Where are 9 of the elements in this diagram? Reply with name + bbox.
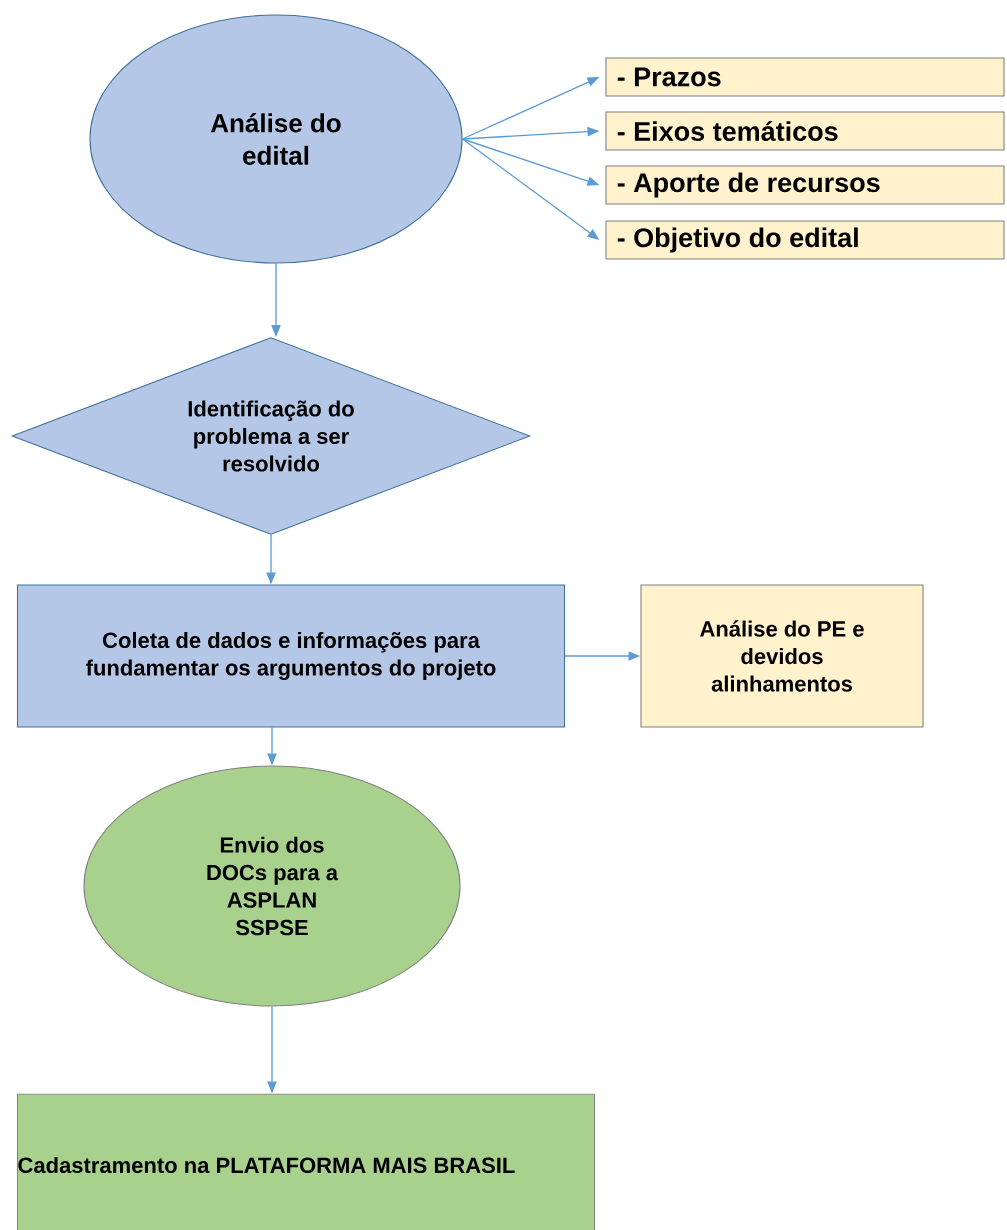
topic-box: - Prazos [605,57,1005,97]
process-box: Coleta de dados e informações para fundamentar os argumentos do projeto [16,584,566,728]
ellipse-node: Envio dos DOCs para a ASPLAN SSPSE [83,765,461,1007]
topic-box: - Objetivo do edital [605,220,1005,260]
topic-box: - Eixos temáticos [605,111,1005,151]
process-box: Cadastramento na PLATAFORMA MAIS BRASIL [16,1093,596,1230]
ellipse-node: Análise do edital [89,14,463,264]
note-box: Análise do PE e devidos alinhamentos [640,584,924,728]
topic-box: - Aporte de recursos [605,165,1005,205]
